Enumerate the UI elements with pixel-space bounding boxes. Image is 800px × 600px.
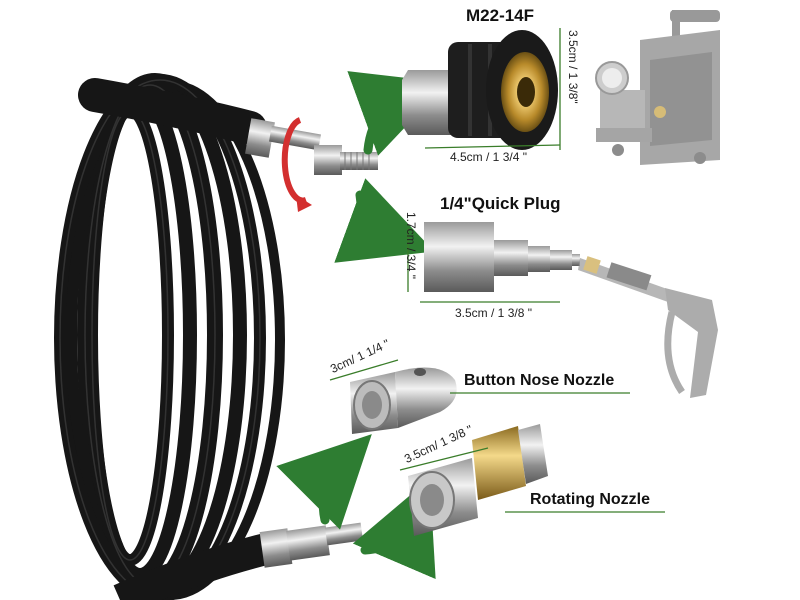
m22-height-dimension: 3.5cm / 1 3/8" — [566, 30, 580, 104]
quick-plug — [424, 222, 580, 292]
rotating-nozzle-label: Rotating Nozzle — [530, 491, 650, 508]
quick-plug-label: 1/4"Quick Plug — [440, 194, 561, 213]
arrow-icon-to-button-nozzle — [276, 434, 372, 530]
button-nozzle-label: Button Nose Nozzle — [464, 372, 615, 389]
plug-width-dimension: 3.5cm / 1 3/8 " — [455, 306, 532, 320]
rotation-arrow-icon — [281, 117, 312, 212]
arrow-icon-to-m22 — [347, 71, 448, 156]
rotating-nozzle — [408, 424, 548, 536]
dimension-lines — [329, 28, 665, 513]
top-hose-end — [78, 78, 378, 175]
button-nose-nozzle — [350, 367, 457, 434]
m22-width-dimension: 4.5cm / 1 3/4 " — [450, 150, 527, 164]
pressure-washer-machine — [595, 10, 720, 165]
arrow-icon-to-rotating-nozzle — [352, 478, 436, 580]
plug-height-dimension: 1.7cm / 3/4 " — [404, 212, 418, 279]
bottom-hose-end — [113, 522, 364, 600]
m22-label: M22-14F — [466, 6, 535, 25]
hose-coil — [54, 73, 285, 600]
arrow-icon-to-plug — [334, 178, 435, 263]
m22-coupler — [402, 30, 558, 150]
spray-gun — [578, 256, 718, 398]
